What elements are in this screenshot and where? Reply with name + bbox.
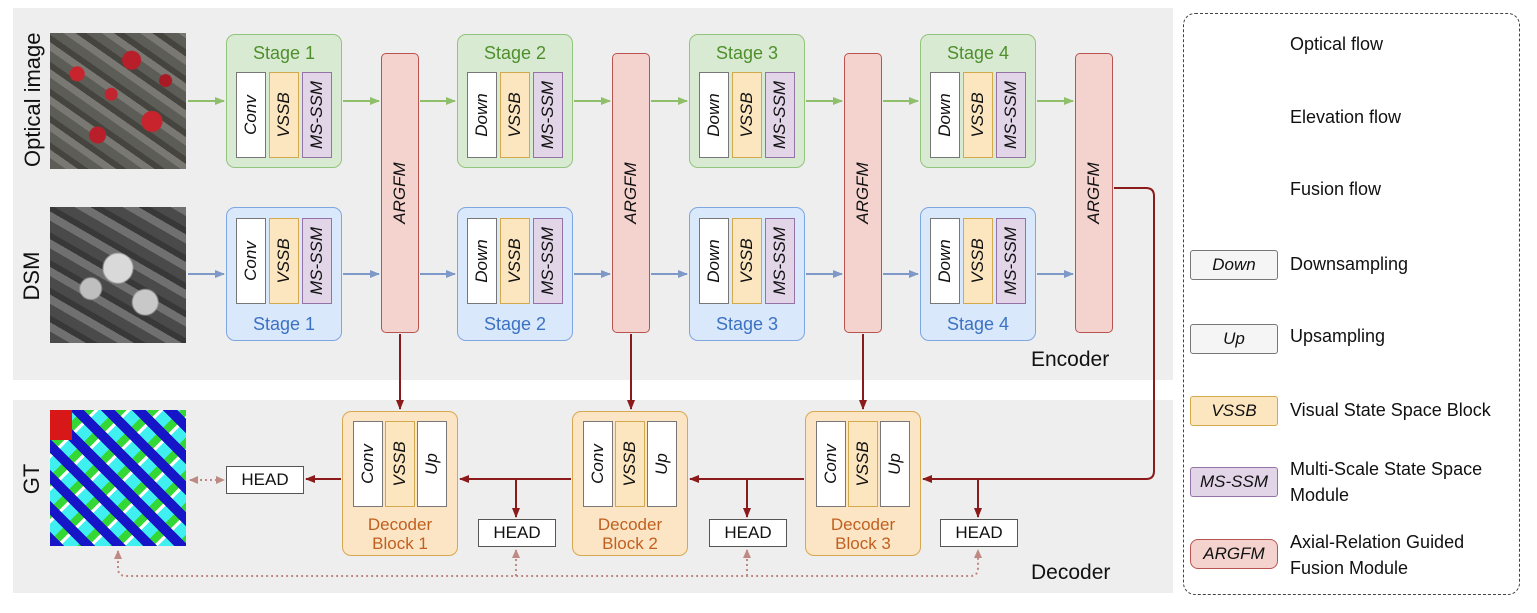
stage-title: Stage 3 — [715, 43, 779, 63]
legend-optical-flow: Optical flow — [1290, 34, 1384, 54]
ms-ssm-block: MS-SSM — [996, 72, 1026, 158]
legend-down-box: Down — [1190, 250, 1278, 280]
down-block: Down — [699, 218, 729, 304]
argfm-module-3: ARGFM — [844, 53, 882, 333]
fusion-flow-arrows — [305, 187, 1155, 518]
conv-block: Conv — [236, 218, 266, 304]
conv-block: Conv — [583, 421, 613, 507]
conv-block: Conv — [236, 72, 266, 158]
decoder-block-1: Conv VSSB Up Decoder Block 1 — [342, 411, 458, 556]
stage-title: Stage 3 — [715, 314, 779, 334]
dsm-stage-3: Down VSSB MS-SSM Stage 3 — [689, 207, 805, 341]
ms-ssm-block: MS-SSM — [765, 72, 795, 158]
legend-argfm-text-2: Fusion Module — [1290, 558, 1409, 578]
ms-ssm-block: MS-SSM — [302, 72, 332, 158]
stage-title: Stage 4 — [946, 314, 1010, 334]
legend-ms-ssm-text-2: Module — [1290, 485, 1350, 505]
optical-stage-3: Stage 3 Down VSSB MS-SSM — [689, 34, 805, 168]
vssb-block: VSSB — [269, 218, 299, 304]
decoder-block-3: Conv VSSB Up Decoder Block 3 — [805, 411, 921, 556]
legend-ms-ssm-text-1: Multi-Scale State Space — [1290, 459, 1483, 479]
legend-argfm-box: ARGFM — [1190, 539, 1278, 569]
vssb-block: VSSB — [500, 72, 530, 158]
gt-thumbnail — [50, 410, 186, 546]
down-block: Down — [699, 72, 729, 158]
stage-title: Stage 2 — [483, 43, 547, 63]
head-aux-3: HEAD — [940, 519, 1018, 547]
legend-vssb-text: Visual State Space Block — [1290, 400, 1491, 420]
decoder-title-line2: Block 3 — [835, 534, 891, 553]
down-block: Down — [930, 218, 960, 304]
head-main: HEAD — [226, 466, 304, 494]
legend-up-box: Up — [1190, 324, 1278, 354]
up-block: Up — [880, 421, 910, 507]
legend-panel — [1183, 13, 1520, 595]
dsm-stage-4: Down VSSB MS-SSM Stage 4 — [920, 207, 1036, 341]
argfm-module-2: ARGFM — [612, 53, 650, 333]
argfm-module-4: ARGFM — [1075, 53, 1113, 333]
decoder-title-line1: Decoder — [830, 515, 896, 534]
head-aux-1: HEAD — [478, 519, 556, 547]
stage-title: Stage 1 — [252, 314, 316, 334]
decoder-title-line1: Decoder — [367, 515, 433, 534]
decoder-title-line1: Decoder — [597, 515, 663, 534]
argfm-module-1: ARGFM — [381, 53, 419, 333]
stage-title: Stage 1 — [252, 43, 316, 63]
dsm-stage-1: Conv VSSB MS-SSM Stage 1 — [226, 207, 342, 341]
up-block: Up — [417, 421, 447, 507]
down-block: Down — [930, 72, 960, 158]
decoder-title-line2: Block 1 — [372, 534, 428, 553]
up-block: Up — [647, 421, 677, 507]
optical-stage-4: Stage 4 Down VSSB MS-SSM — [920, 34, 1036, 168]
conv-block: Conv — [353, 421, 383, 507]
legend-argfm-text-1: Axial-Relation Guided — [1290, 532, 1465, 552]
vssb-block: VSSB — [732, 218, 762, 304]
decoder-title-line2: Block 2 — [602, 534, 658, 553]
vssb-block: VSSB — [385, 421, 415, 507]
ms-ssm-block: MS-SSM — [765, 218, 795, 304]
ms-ssm-block: MS-SSM — [533, 72, 563, 158]
legend-fusion-flow: Fusion flow — [1290, 179, 1382, 199]
optical-stage-2: Stage 2 Down VSSB MS-SSM — [457, 34, 573, 168]
head-aux-2: HEAD — [709, 519, 787, 547]
legend-down-text: Downsampling — [1290, 254, 1409, 274]
vssb-block: VSSB — [500, 218, 530, 304]
decoder-block-2: Conv VSSB Up Decoder Block 2 — [572, 411, 688, 556]
conv-block: Conv — [816, 421, 846, 507]
stage-title: Stage 4 — [946, 43, 1010, 63]
vssb-block: VSSB — [848, 421, 878, 507]
head-supervision-links — [114, 476, 982, 577]
vssb-block: VSSB — [269, 72, 299, 158]
down-block: Down — [467, 72, 497, 158]
dsm-thumbnail — [50, 207, 186, 343]
legend-ms-ssm-box: MS-SSM — [1190, 467, 1278, 497]
ms-ssm-block: MS-SSM — [996, 218, 1026, 304]
down-block: Down — [467, 218, 497, 304]
ms-ssm-block: MS-SSM — [533, 218, 563, 304]
stage-title: Stage 2 — [483, 314, 547, 334]
vssb-block: VSSB — [732, 72, 762, 158]
decoder-label: Decoder — [1031, 561, 1111, 584]
vssb-block: VSSB — [615, 421, 645, 507]
vssb-block: VSSB — [963, 72, 993, 158]
optical-stage-1: Stage 1 Conv VSSB MS-SSM — [226, 34, 342, 168]
optical-image-thumbnail — [50, 33, 186, 169]
ms-ssm-block: MS-SSM — [302, 218, 332, 304]
legend-vssb-box: VSSB — [1190, 396, 1278, 426]
legend-elevation-flow: Elevation flow — [1290, 107, 1402, 127]
dsm-stage-2: Down VSSB MS-SSM Stage 2 — [457, 207, 573, 341]
encoder-label: Encoder — [1031, 348, 1110, 371]
vssb-block: VSSB — [963, 218, 993, 304]
legend-up-text: Upsampling — [1290, 326, 1386, 346]
